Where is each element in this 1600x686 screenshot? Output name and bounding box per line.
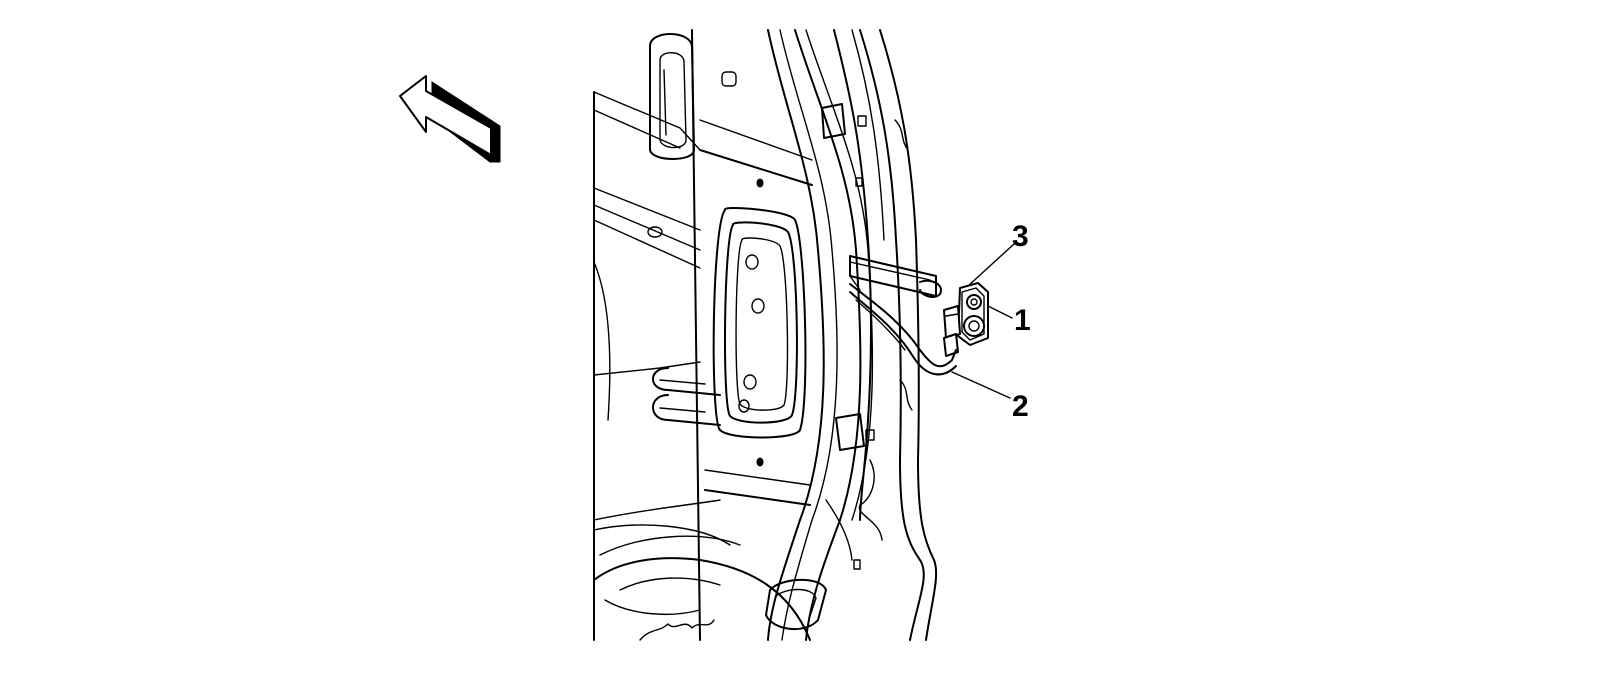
body-structure-left xyxy=(593,91,811,641)
callout-1: 1 xyxy=(1014,304,1031,337)
door-frame xyxy=(765,29,938,641)
leader-line-2 xyxy=(951,371,1011,399)
pillar-panel xyxy=(691,29,813,641)
leader-line-1 xyxy=(987,305,1013,319)
forward-arrow-icon xyxy=(399,75,501,163)
leader-lines xyxy=(951,243,1015,399)
callout-2: 2 xyxy=(1012,390,1029,423)
callouts: 1 2 3 xyxy=(1012,220,1031,423)
wiring-harness xyxy=(849,283,957,376)
leader-line-3 xyxy=(967,243,1015,287)
mounting-strap xyxy=(849,255,942,298)
sensor-module xyxy=(943,282,989,357)
callout-3: 3 xyxy=(1012,220,1029,253)
